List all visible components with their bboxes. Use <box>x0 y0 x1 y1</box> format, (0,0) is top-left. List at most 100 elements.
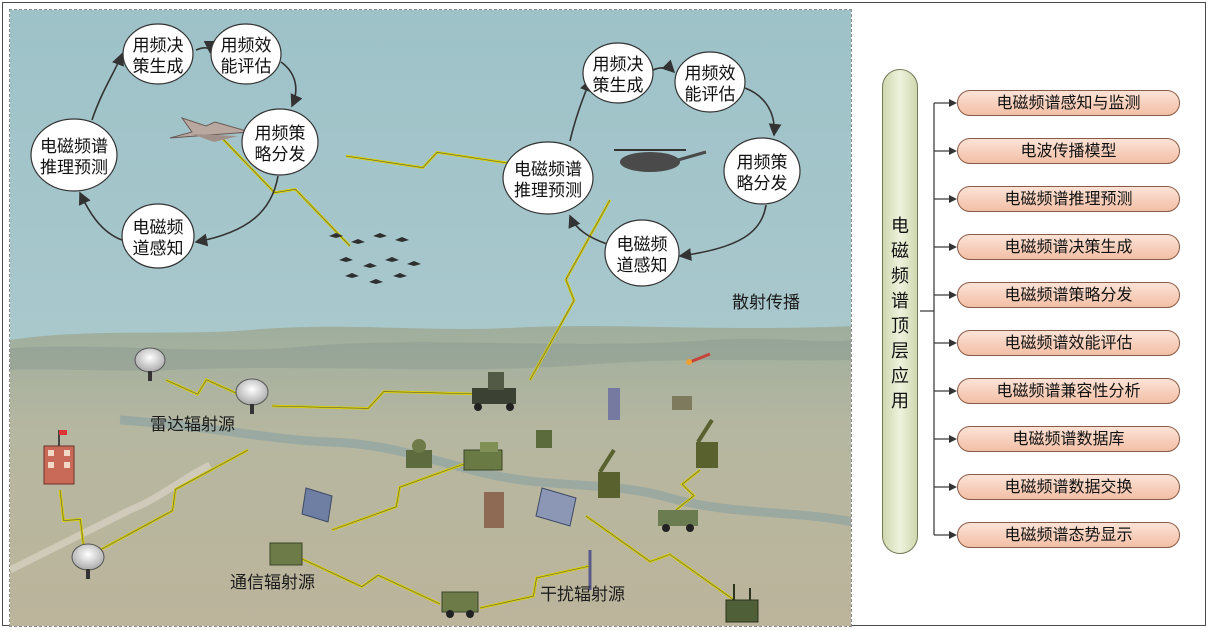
uav-swarm <box>329 233 421 284</box>
uav <box>351 239 365 244</box>
cycle-node-text: 略分发 <box>255 145 306 165</box>
lightning-link-edge <box>479 565 591 609</box>
cycle-arrow <box>744 87 782 137</box>
cycle-arrow <box>78 191 123 241</box>
branch-connectors <box>920 99 957 539</box>
lightning-link-edge <box>271 391 481 409</box>
cycle-arrow <box>568 214 608 245</box>
lightning-link-edge <box>59 489 85 551</box>
lightning-link-edge <box>219 135 351 247</box>
cycle-node-text: 电磁频 <box>133 218 184 238</box>
label-comm-source: 通信辐射源 <box>230 573 315 593</box>
application-item: 电磁频谱决策生成 <box>957 234 1180 260</box>
application-item: 电磁频谱数据库 <box>957 426 1180 452</box>
cycle-node-text: 电磁频谱 <box>514 160 582 180</box>
comm-truck-2 <box>463 442 503 471</box>
river <box>119 415 851 527</box>
branch-arrowhead <box>949 243 957 251</box>
radar-dish-3 <box>71 543 105 579</box>
application-item: 电磁频谱兼容性分析 <box>957 378 1180 404</box>
lightning-link-edge <box>331 463 465 531</box>
phased-array-radar <box>301 487 577 527</box>
branch-arrowhead <box>949 99 957 107</box>
application-item: 电波传播模型 <box>957 138 1180 164</box>
cycle-node-text: 用频决 <box>593 55 644 75</box>
uav <box>393 273 407 278</box>
uav <box>385 257 399 262</box>
uav <box>407 261 421 266</box>
lightning-link-edge <box>99 449 249 551</box>
label-jamming-source: 干扰辐射源 <box>540 585 625 605</box>
command-tower <box>43 430 75 485</box>
uav <box>345 273 359 278</box>
cycle-arrow <box>678 204 767 261</box>
cycle-arrow <box>195 40 217 54</box>
lightning-link-edge <box>585 515 735 601</box>
cycle-node-text: 策生成 <box>133 57 184 77</box>
cycle-arrow <box>652 59 676 74</box>
cycle-node-predict: 电磁频谱推理预测 <box>30 118 118 192</box>
branch-arrowhead <box>949 531 957 539</box>
antenna-mast <box>484 388 620 590</box>
label-scatter-propagation: 散射传播 <box>732 293 800 313</box>
application-item: 电磁频谱策略分发 <box>957 282 1180 308</box>
radar-dish-2 <box>235 378 269 414</box>
application-item: 电磁频谱推理预测 <box>957 186 1180 212</box>
uav <box>363 263 377 268</box>
branch-arrowhead <box>949 339 957 347</box>
far-hills <box>10 338 851 371</box>
cycle-node-text: 用频策 <box>255 124 306 144</box>
uav <box>339 257 353 262</box>
lightning-link-edge <box>675 469 701 511</box>
application-panel: 电 磁 频 谱 顶 层 应 用 电磁频谱感知与监测电波传播模型电磁频谱推理预测电… <box>858 13 1203 623</box>
lightning-link-edge <box>345 152 515 168</box>
cycle-arrows <box>78 40 782 261</box>
radar-vehicle <box>472 372 516 411</box>
branch-arrowhead <box>949 291 957 299</box>
branch-arrowhead <box>949 483 957 491</box>
cycle-node-text: 电磁频谱 <box>40 137 108 157</box>
cycle-arrow <box>91 52 125 121</box>
uav <box>329 233 343 238</box>
application-item: 电磁频谱感知与监测 <box>957 90 1180 116</box>
lightning-link-edge <box>299 557 441 605</box>
small-vehicle <box>672 396 692 410</box>
wheeled-vehicle <box>658 510 698 532</box>
comm-truck-3 <box>269 542 303 566</box>
cycle-node-text: 道感知 <box>133 239 184 259</box>
uav <box>373 233 387 238</box>
communication-links <box>58 135 735 610</box>
branch-arrowhead <box>949 195 957 203</box>
lightning-link-edge <box>529 199 611 381</box>
cycle-arrow <box>280 61 303 108</box>
helicopter <box>614 149 707 172</box>
lightning-link-edge <box>165 379 239 395</box>
missile <box>686 352 711 365</box>
cycle-node-text: 策生成 <box>593 76 644 96</box>
cycle-node-text: 推理预测 <box>514 181 582 201</box>
cycle-node-text: 用频策 <box>737 153 788 173</box>
root-label: 电 磁 频 谱 顶 层 应 用 <box>891 216 909 412</box>
cycle-node-text: 略分发 <box>737 174 788 194</box>
application-item: 电磁频谱数据交换 <box>957 474 1180 500</box>
battlefield-scene: 用频决策生成用频效能评估用频策略分发电磁频道感知电磁频谱推理预测 用频决策生成用… <box>9 9 852 627</box>
cycle-node-text: 用频效 <box>221 36 272 56</box>
cycle-node-text: 道感知 <box>617 256 668 276</box>
uav <box>395 237 409 242</box>
cycle-node-text: 能评估 <box>685 85 736 105</box>
application-item: 电磁频谱效能评估 <box>957 330 1180 356</box>
cycle-node-text: 用频决 <box>133 36 184 56</box>
cycle-arrow <box>194 175 279 247</box>
cycle-node-text: 电磁频 <box>617 235 668 255</box>
cycle-node-predict: 电磁频谱推理预测 <box>502 141 594 215</box>
